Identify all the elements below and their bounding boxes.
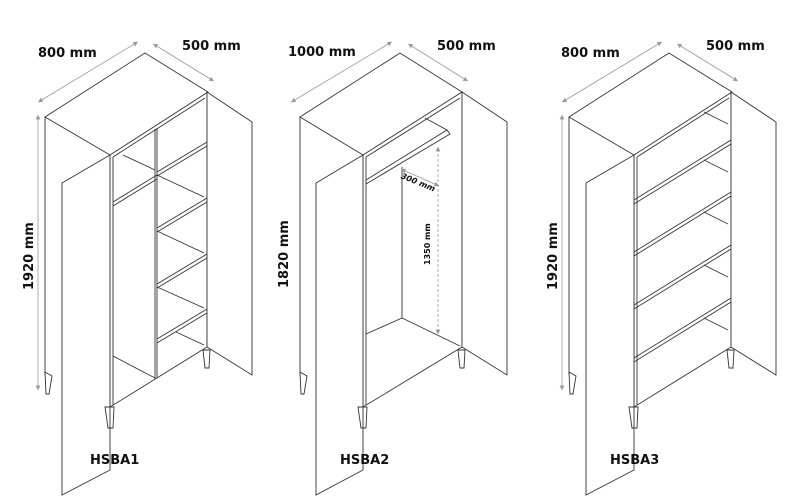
- model-name: HSBA1: [90, 453, 140, 468]
- width-label: 800 mm: [561, 46, 620, 61]
- hanging-height-label: 1350 mm: [423, 223, 432, 265]
- wardrobe-hsba2: [290, 41, 508, 496]
- width-label: 800 mm: [38, 46, 97, 61]
- wardrobe-hsba1: [35, 41, 253, 496]
- depth-label: 500 mm: [706, 39, 765, 54]
- height-label: 1920 mm: [546, 222, 561, 290]
- height-label: 1820 mm: [277, 220, 292, 288]
- wardrobe-hsba3: [559, 41, 777, 496]
- height-label: 1920 mm: [22, 222, 37, 290]
- width-label: 1000 mm: [288, 45, 356, 60]
- model-name: HSBA3: [610, 453, 660, 468]
- depth-label: 500 mm: [182, 39, 241, 54]
- depth-label: 500 mm: [437, 39, 496, 54]
- model-name: HSBA2: [340, 453, 390, 468]
